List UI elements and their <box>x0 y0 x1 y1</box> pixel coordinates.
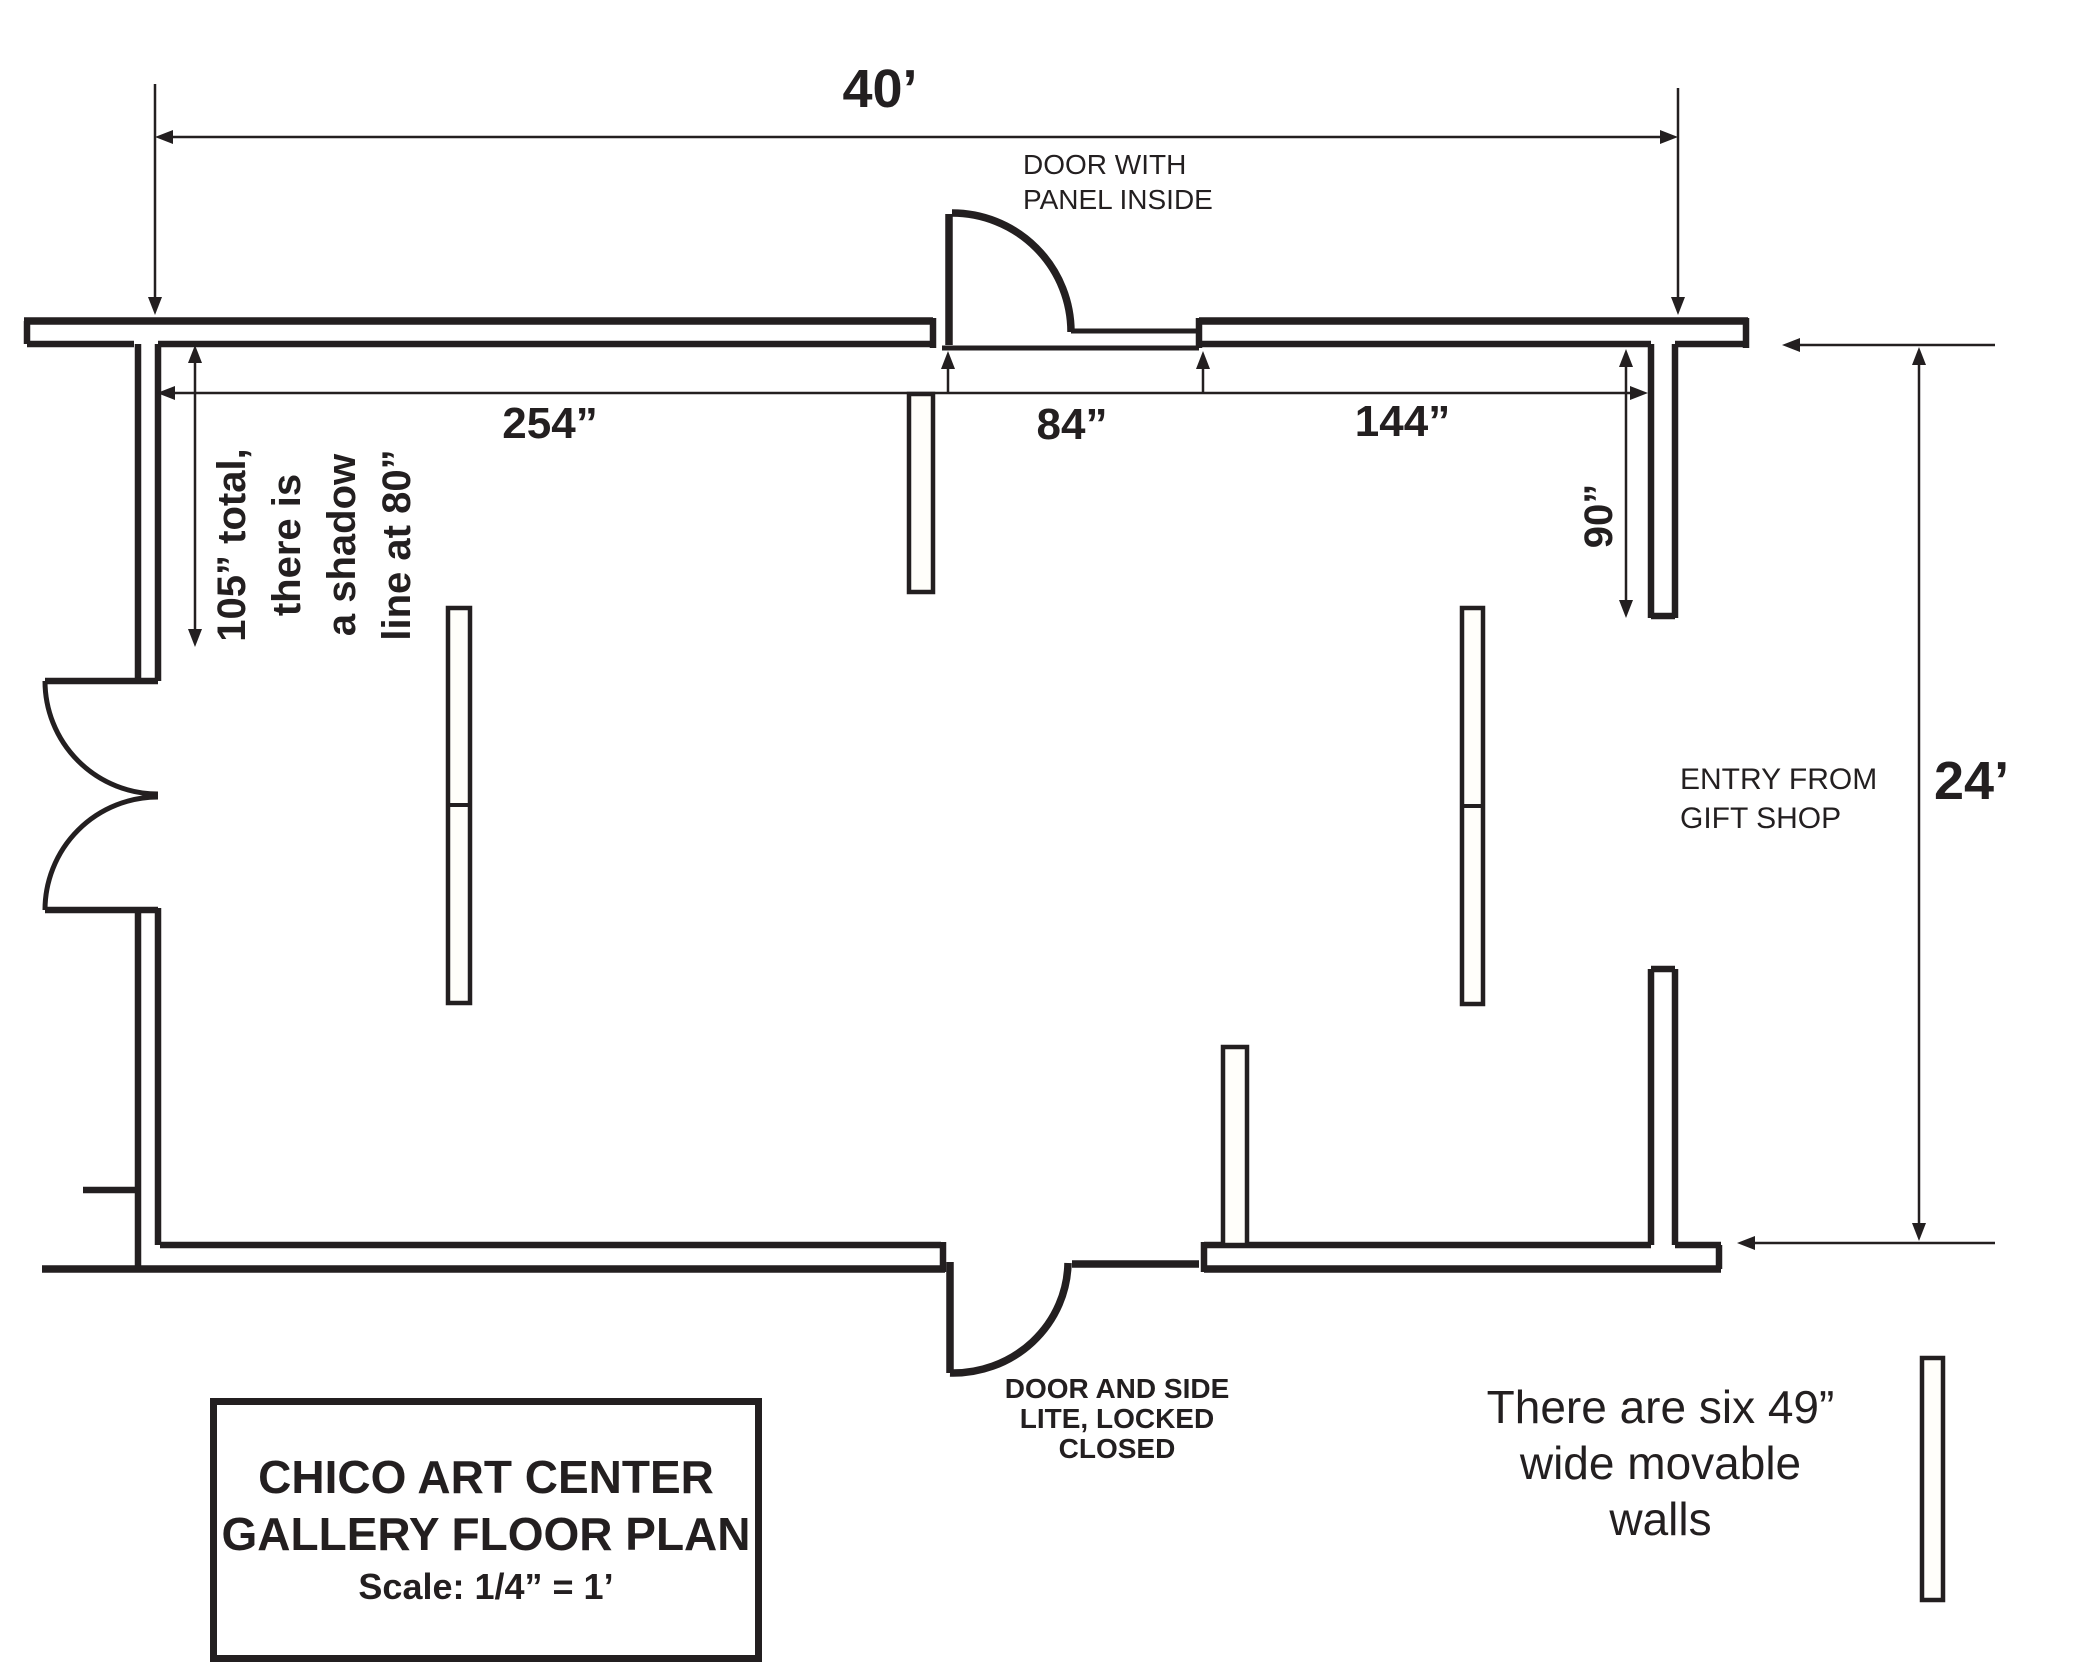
arrow-up-icon <box>1619 349 1633 367</box>
bottom-door-swing-arc <box>949 1262 1072 1377</box>
top-door-label-line2: PANEL INSIDE <box>1023 184 1213 215</box>
arrow-down-icon <box>1912 1223 1926 1241</box>
movable-walls-note: There are six 49” wide movable walls <box>1408 1379 1913 1547</box>
entry-label-line1: ENTRY FROM <box>1680 763 1878 796</box>
bottom-door-label-line1: DOOR AND SIDE <box>1004 1373 1230 1404</box>
dim-label-144: 144” <box>1354 397 1451 446</box>
movable-walls-note-line1: There are six 49” <box>1486 1381 1835 1433</box>
movable-walls-note-line2: wide movable <box>1519 1437 1802 1489</box>
dim-label-40ft: 40’ <box>842 59 918 119</box>
arrow-up-icon <box>188 345 202 363</box>
shadow-note-line4: line at 80” <box>375 449 419 641</box>
bottom-door <box>946 1260 1199 1377</box>
movable-wall-bottom-middle <box>1220 1044 1250 1248</box>
arrow-down-icon <box>1619 600 1633 618</box>
dimension-lines <box>148 84 1995 1250</box>
top-door <box>942 209 1199 351</box>
arrow-up-icon <box>941 351 955 369</box>
arrow-left-icon <box>155 130 173 144</box>
title-line2: GALLERY FLOOR PLAN <box>221 1508 751 1560</box>
bottom-door-label-line3: CLOSED <box>1058 1433 1176 1464</box>
arrow-down-icon <box>148 297 162 315</box>
dim-label-84: 84” <box>1036 400 1108 449</box>
title-box: CHICO ART CENTER GALLERY FLOOR PLAN Scal… <box>210 1398 762 1662</box>
top-door-label-line1: DOOR WITH <box>1023 149 1187 180</box>
arrow-right-icon <box>1630 386 1648 400</box>
double-door-top-arc <box>42 680 159 797</box>
left-double-door <box>42 677 159 914</box>
movable-wall-top-middle <box>906 391 936 595</box>
movable-walls <box>445 391 1946 1603</box>
shadow-note-line2: there is <box>265 473 309 617</box>
fixed-walls <box>23 317 1750 1273</box>
arrow-down-icon <box>188 629 202 647</box>
movable-wall-legend-icon <box>1919 1355 1946 1603</box>
arrow-left-icon <box>1737 1236 1755 1250</box>
arrow-left-icon <box>157 386 175 400</box>
dim-label-254: 254” <box>502 399 598 448</box>
shadow-line-note: 105” total, there is a shadow line at 80… <box>205 410 425 680</box>
dim-label-90: 90” <box>1577 483 1621 549</box>
entry-label: ENTRY FROM GIFT SHOP <box>1680 760 1877 838</box>
double-door-bottom-arc <box>42 794 159 911</box>
shadow-note-line1: 105” total, <box>210 448 254 642</box>
shadow-note-line3: a shadow <box>320 453 364 637</box>
bottom-door-label: DOOR AND SIDE LITE, LOCKED CLOSED <box>962 1374 1272 1464</box>
title-line1: CHICO ART CENTER <box>258 1451 714 1503</box>
dim-label-24ft: 24’ <box>1934 751 2010 811</box>
bottom-door-label-line2: LITE, LOCKED <box>1019 1403 1215 1434</box>
arrow-right-icon <box>1660 130 1678 144</box>
arrow-up-icon <box>1196 351 1210 369</box>
entry-label-line2: GIFT SHOP <box>1680 802 1842 835</box>
top-door-swing-arc <box>951 209 1075 333</box>
arrow-left-icon <box>1782 338 1800 352</box>
arrow-down-icon <box>1671 297 1685 315</box>
title-scale: Scale: 1/4” = 1’ <box>358 1566 614 1607</box>
top-door-label: DOOR WITH PANEL INSIDE <box>1023 147 1213 217</box>
arrow-up-icon <box>1912 347 1926 365</box>
movable-walls-note-line3: walls <box>1609 1493 1712 1545</box>
